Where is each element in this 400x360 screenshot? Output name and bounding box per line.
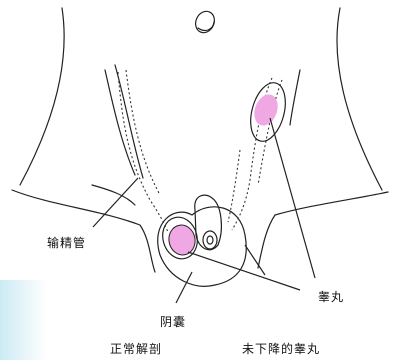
leader-vas-deferens: [93, 178, 138, 227]
caption-undescended-testis: 未下降的睾丸: [242, 340, 320, 357]
normal-testis: [167, 223, 198, 257]
leader-testis-normal: [188, 252, 300, 290]
leader-testis-undescended: [270, 118, 315, 278]
left-vas-dotted-1: [118, 72, 168, 232]
caption-normal-anatomy: 正常解剖: [110, 340, 162, 357]
undescended-testis: [250, 91, 282, 129]
left-thigh-line: [12, 190, 155, 272]
left-body-outline: [20, 8, 64, 185]
leader-scrotum: [176, 272, 192, 303]
right-body-outline: [337, 8, 382, 190]
label-vas-deferens: 输精管: [47, 234, 86, 251]
label-scrotum: 阴囊: [160, 313, 186, 330]
label-testis: 睾丸: [318, 288, 344, 305]
right-thigh-line: [258, 192, 388, 268]
